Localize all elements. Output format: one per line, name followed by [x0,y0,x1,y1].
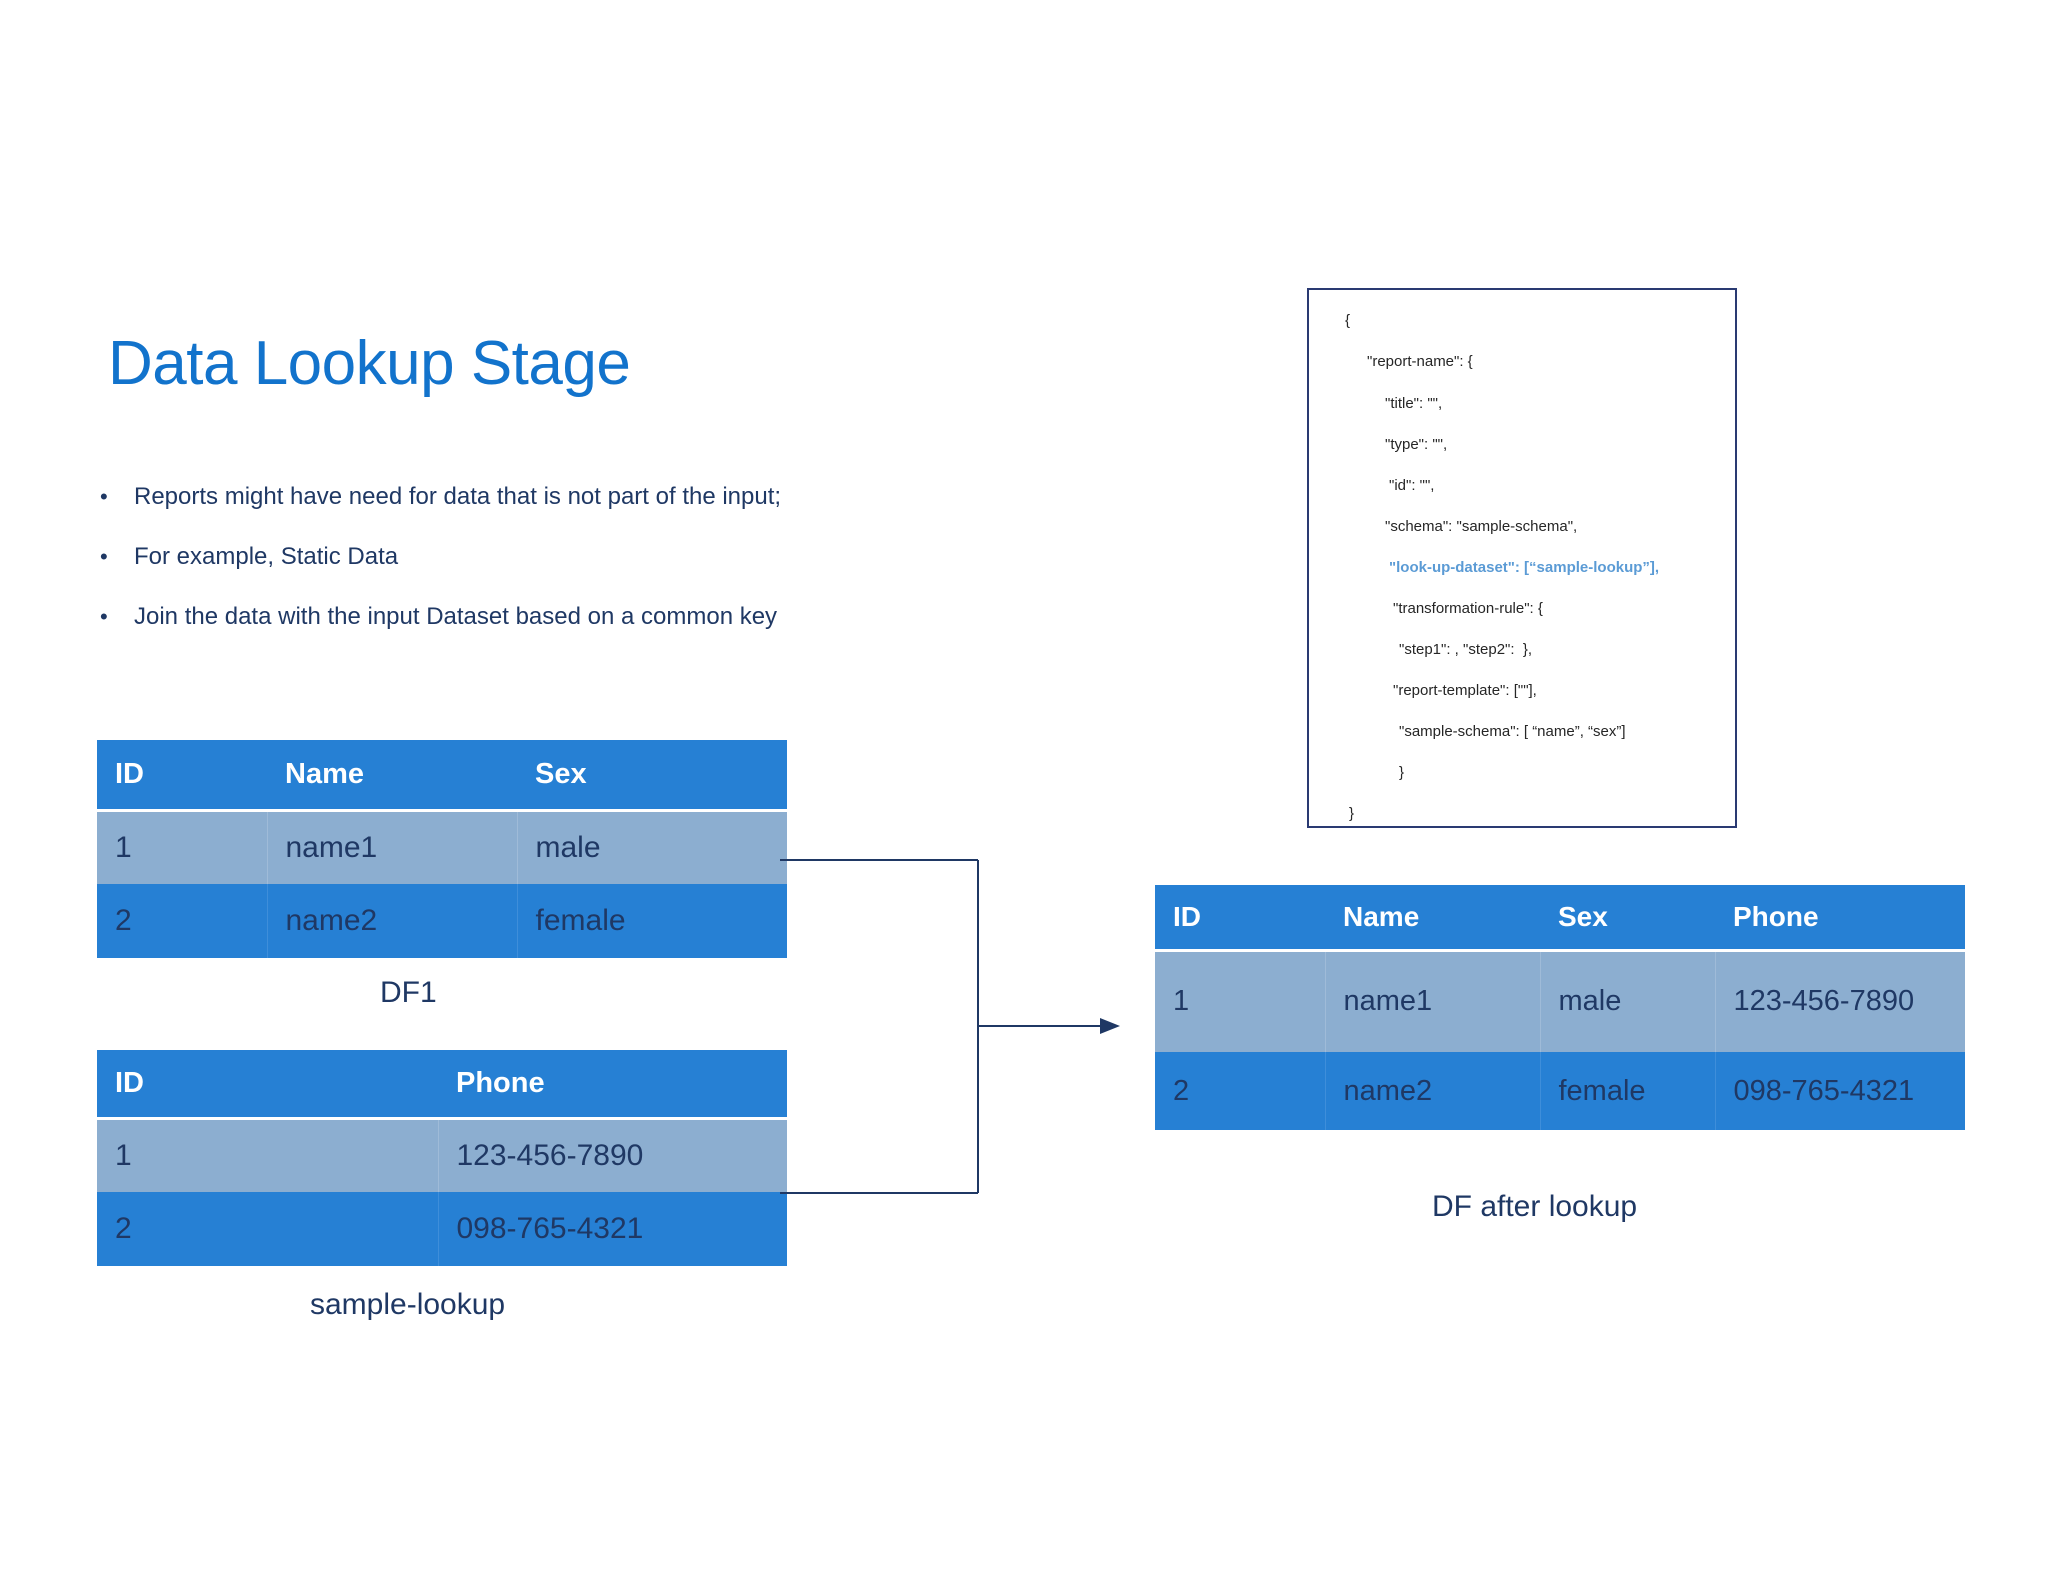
bullet-item-3: • Join the data with the input Dataset b… [96,600,916,634]
cell-phone: 123-456-7890 [438,1118,787,1192]
cell-id: 2 [97,884,268,958]
bullet-text-1: Reports might have need for data that is… [134,483,782,510]
cell-sex: female [1540,1052,1716,1130]
json-line-12: } [1349,805,1355,822]
bullet-item-2: • For example, Static Data [96,540,916,574]
caption-df-after-lookup: DF after lookup [1432,1190,1638,1223]
column-header-phone: Phone [1715,885,1965,950]
bullet-marker-icon: • [100,484,108,509]
json-line-5: "schema": "sample-schema", [1385,518,1578,535]
bullet-text-2: For example, Static Data [134,543,399,570]
column-header-id: ID [97,740,267,810]
table-df1: ID Name Sex 1 name1 male 2 name2 female [97,740,787,958]
table-df-after-lookup: ID Name Sex Phone 1 name1 male 123-456-7… [1155,885,1965,1130]
cell-name: name1 [1325,950,1541,1052]
table-row: 2 name2 female 098-765-4321 [1155,1052,1965,1130]
bullet-marker-icon: • [100,544,108,569]
table-row: 1 123-456-7890 [97,1118,787,1192]
json-line-11: } [1399,764,1405,781]
cell-id: 2 [1155,1052,1326,1130]
table-header-row: ID Name Sex [97,740,787,810]
json-line-9: "report-template": [""], [1393,682,1537,699]
cell-id: 1 [97,1118,439,1192]
caption-df1: DF1 [380,976,437,1009]
json-line-3: "type": "", [1385,436,1448,453]
cell-name: name2 [267,884,518,958]
join-arrow [780,859,1120,1194]
column-header-sex: Sex [517,740,787,810]
json-line-0: { [1345,312,1351,329]
cell-name: name2 [1325,1052,1541,1130]
cell-id: 2 [97,1192,439,1266]
column-header-sex: Sex [1540,885,1715,950]
bullet-item-1: • Reports might have need for data that … [96,480,916,514]
table-sample-lookup: ID Phone 1 123-456-7890 2 098-765-4321 [97,1050,787,1266]
column-header-id: ID [97,1050,438,1118]
table-row: 2 098-765-4321 [97,1192,787,1266]
cell-id: 1 [97,810,268,884]
json-line-1: "report-name": { [1367,353,1473,370]
table-header-row: ID Name Sex Phone [1155,885,1965,950]
cell-phone: 098-765-4321 [1715,1052,1965,1130]
arrow-head-icon [1100,1018,1120,1034]
cell-sex: male [517,810,787,884]
page-title: Data Lookup Stage [108,329,631,398]
json-line-7: "transformation-rule": { [1393,600,1543,617]
table-row: 1 name1 male [97,810,787,884]
json-config-panel: { "report-name": { "title": "", "type": … [1307,288,1737,828]
json-line-lookup-dataset: "look-up-dataset": [“sample-lookup”], [1389,559,1660,576]
column-header-name: Name [1325,885,1540,950]
table-row: 1 name1 male 123-456-7890 [1155,950,1965,1052]
column-header-id: ID [1155,885,1325,950]
bullet-list: • Reports might have need for data that … [96,480,916,660]
bullet-marker-icon: • [100,604,108,629]
json-line-8: "step1": , "step2": }, [1399,641,1533,658]
column-header-name: Name [267,740,517,810]
column-header-phone: Phone [438,1050,787,1118]
json-line-2: "title": "", [1385,395,1443,412]
table-header-row: ID Phone [97,1050,787,1118]
caption-sample-lookup: sample-lookup [310,1288,506,1321]
cell-sex: female [517,884,787,958]
json-line-10: "sample-schema": [ “name”, “sex”] [1399,723,1626,740]
cell-phone: 123-456-7890 [1715,950,1965,1052]
cell-phone: 098-765-4321 [438,1192,787,1266]
cell-id: 1 [1155,950,1326,1052]
cell-name: name1 [267,810,518,884]
bullet-text-3: Join the data with the input Dataset bas… [134,603,778,630]
table-row: 2 name2 female [97,884,787,958]
json-line-4: "id": "", [1389,477,1435,494]
cell-sex: male [1540,950,1716,1052]
